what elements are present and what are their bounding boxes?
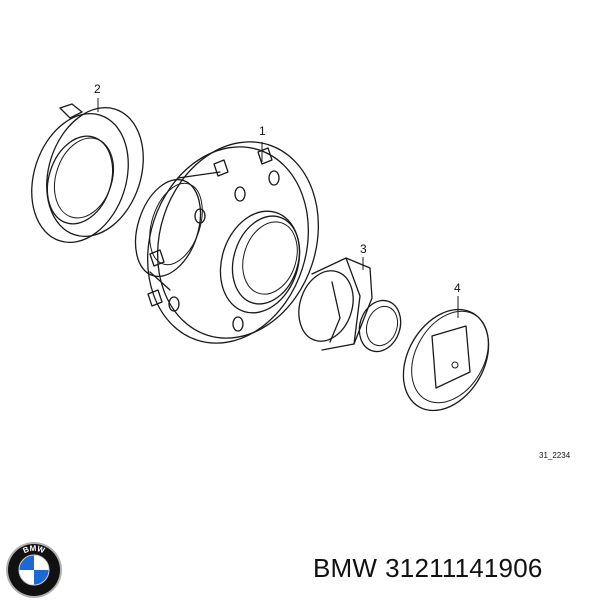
callout-number: 1 — [259, 124, 266, 138]
callout-number: 4 — [454, 281, 461, 295]
dust-cap-drawing — [402, 308, 490, 412]
callout-number: 2 — [94, 82, 101, 96]
wheel-hub-drawing — [134, 141, 320, 344]
brand-name: BMW — [313, 553, 378, 583]
svg-text:BMW: BMW — [22, 544, 47, 555]
bmw-logo-icon: BMW — [6, 542, 62, 598]
part-number: 31211141906 — [385, 553, 543, 583]
seal-ring-drawing — [31, 103, 144, 244]
leader-lines — [97, 98, 459, 318]
drawing-code: 31_2234 — [539, 451, 571, 460]
callout-number: 3 — [360, 242, 367, 256]
collar-nut-drawing — [298, 257, 402, 353]
